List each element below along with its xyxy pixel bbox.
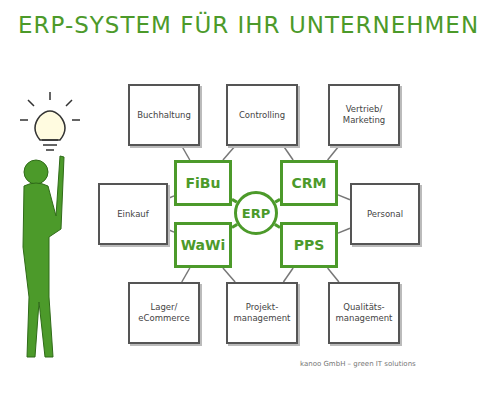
connector-line [232, 199, 237, 202]
node-text: WaWi [181, 237, 226, 253]
connector-line [338, 195, 350, 200]
hub-circle: ERP [234, 191, 278, 235]
area-box: Vertrieb/ Marketing [328, 84, 400, 146]
area-box: Controlling [226, 84, 298, 146]
node-text: CRM [292, 175, 327, 191]
module-box: CRM [280, 160, 338, 206]
area-box: Qualitäts- management [328, 282, 400, 344]
area-box: Projekt- management [226, 282, 298, 344]
area-box: Lager/ eCommerce [128, 282, 200, 344]
connector-line [283, 146, 293, 160]
connector-line [223, 268, 235, 282]
connector-line [232, 224, 237, 227]
node-text: Projekt- management [230, 302, 294, 323]
node-text: Einkauf [117, 209, 148, 220]
connector-line [182, 268, 190, 282]
area-box: Einkauf [98, 183, 168, 245]
connector-line [338, 228, 350, 233]
node-text: Buchhaltung [137, 110, 191, 121]
connector-line [182, 146, 190, 160]
node-text: FiBu [186, 175, 221, 191]
node-text: PPS [294, 237, 325, 253]
node-text: Personal [367, 209, 403, 220]
connector-line [328, 268, 339, 282]
credit-note: kanoo GmbH – green IT solutions [300, 360, 416, 368]
diagram-title: ERP-SYSTEM FÜR IHR UNTERNEHMEN [18, 12, 479, 38]
node-text: ERP [242, 206, 270, 221]
area-box: Personal [350, 183, 420, 245]
node-text: Lager/ eCommerce [132, 302, 196, 323]
node-text: Qualitäts- management [332, 302, 396, 323]
connector-line [328, 146, 339, 160]
module-box: PPS [280, 222, 338, 268]
connector-line [283, 268, 293, 282]
module-box: FiBu [174, 160, 232, 206]
module-box: WaWi [174, 222, 232, 268]
connector-line [223, 146, 235, 160]
area-box: Buchhaltung [128, 84, 200, 146]
node-text: Controlling [239, 110, 285, 121]
node-text: Vertrieb/ Marketing [332, 104, 396, 125]
